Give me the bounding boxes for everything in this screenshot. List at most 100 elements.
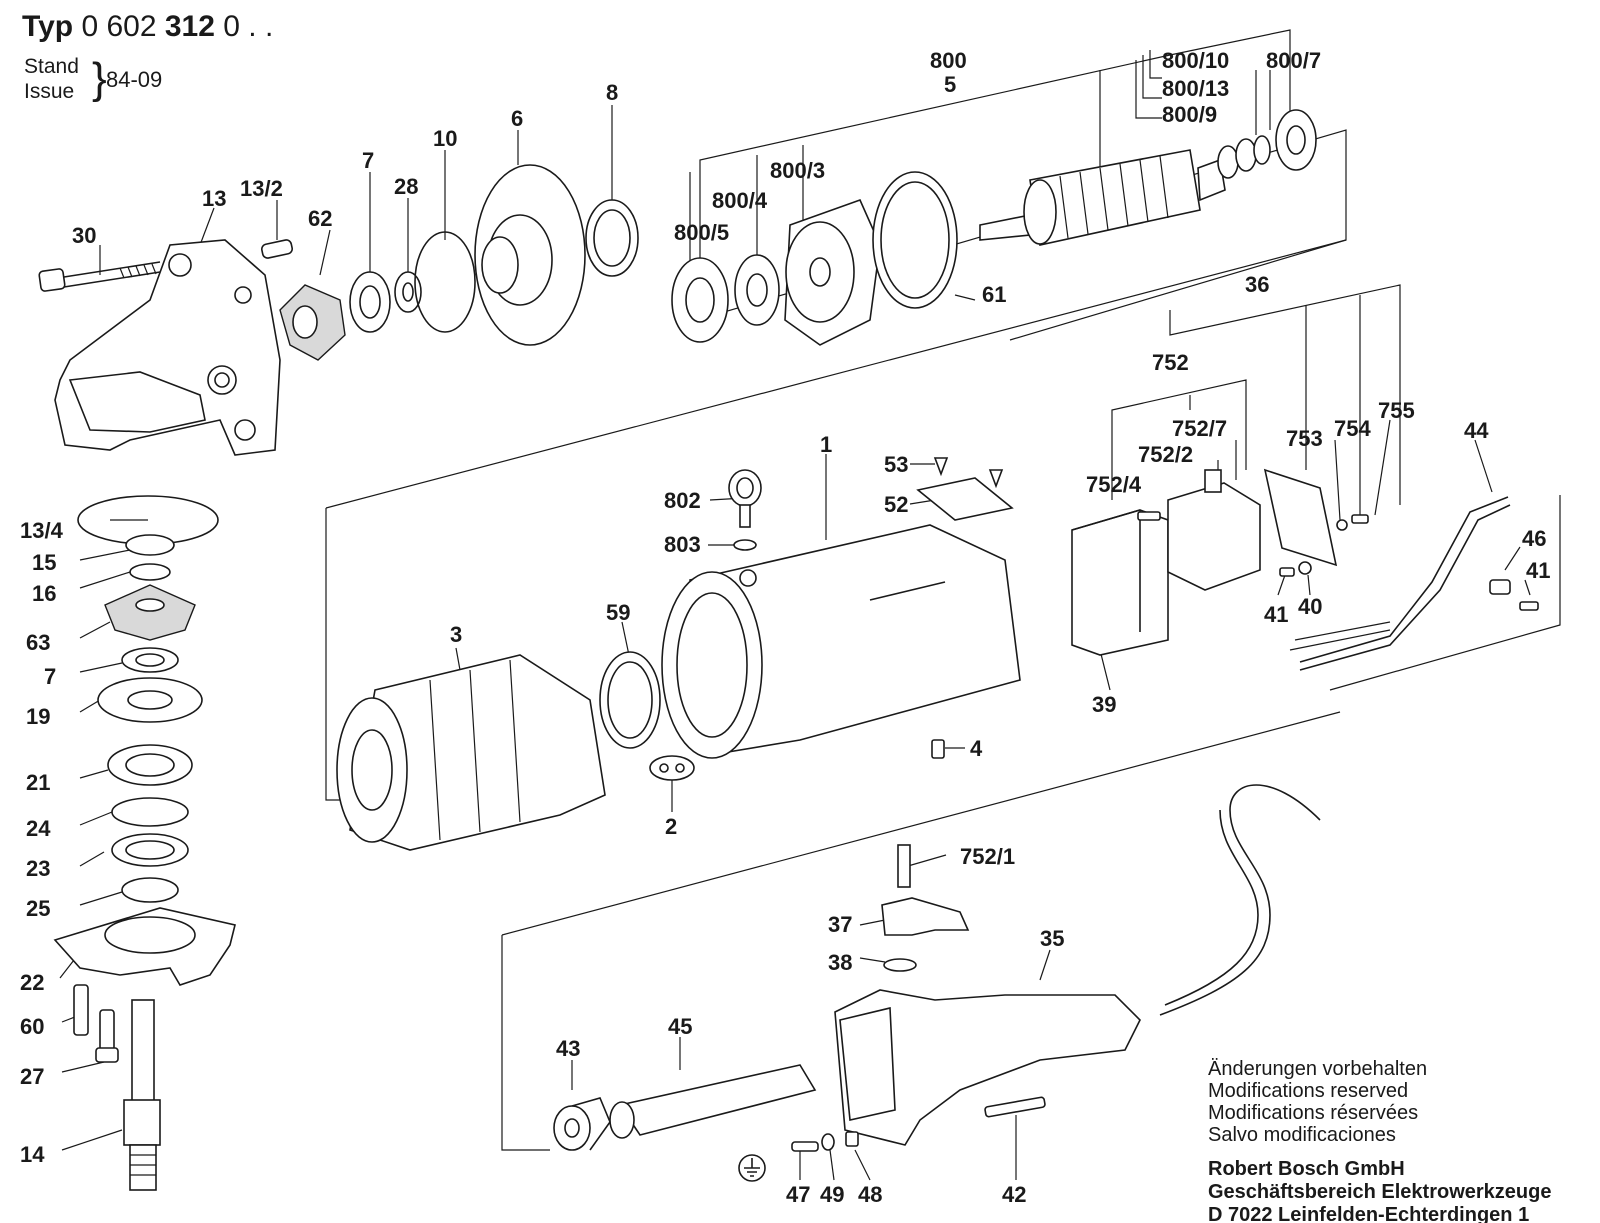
part-800-5-bearing <box>671 257 729 343</box>
label-8: 8 <box>606 80 618 105</box>
leader-755 <box>1374 419 1391 516</box>
part-52-plate <box>916 477 1014 521</box>
stator-group-frame-top <box>325 239 1347 509</box>
label-28: 28 <box>394 174 418 199</box>
part-63-bevel-gear <box>104 584 196 641</box>
label-14: 14 <box>20 1142 45 1167</box>
label-752-4: 752/4 <box>1086 472 1142 497</box>
part-7-bearing-top <box>349 271 391 333</box>
part-43-end-cap <box>553 1097 611 1151</box>
label-752-1: 752/1 <box>960 844 1015 869</box>
label-16: 16 <box>32 581 56 606</box>
part-13-2-pin <box>261 239 293 259</box>
bracket-800-10 <box>1149 50 1162 79</box>
label-35: 35 <box>1040 926 1064 951</box>
part-38-washer <box>883 958 917 972</box>
label-40: 40 <box>1298 594 1322 619</box>
part-803-washer <box>733 539 757 551</box>
leader-41-left <box>1277 574 1286 596</box>
label-leaders <box>59 105 1531 1181</box>
label-60: 60 <box>20 1014 44 1039</box>
part-39-filter-block <box>1071 509 1169 656</box>
part-40-washer <box>1298 561 1312 575</box>
label-2: 2 <box>665 814 677 839</box>
typ-prefix: 0 602 <box>81 10 157 43</box>
label-42: 42 <box>1002 1182 1026 1207</box>
part-13-gear-housing <box>54 239 281 456</box>
part-15-needle-bearing <box>125 534 175 556</box>
label-6: 6 <box>511 106 523 131</box>
power-cable <box>1159 784 1321 1016</box>
part-49-washer <box>821 1133 835 1151</box>
typ-bold: 312 <box>164 10 215 43</box>
leader-14 <box>61 1129 123 1151</box>
leader-37 <box>859 919 886 926</box>
label-803: 803 <box>664 532 701 557</box>
part-37-knob <box>881 897 970 936</box>
label-52: 52 <box>884 492 908 517</box>
stand-issue-labels: Stand Issue <box>24 54 79 104</box>
label-61: 61 <box>982 282 1006 307</box>
leader-48 <box>854 1149 871 1181</box>
company-division: Geschäftsbereich Elektrowerkzeuge <box>1208 1181 1552 1203</box>
part-3-stator <box>336 654 606 851</box>
label-22: 22 <box>20 970 44 995</box>
part-1-motor-housing <box>661 524 1021 759</box>
company-address: D 7022 Leinfelden-Echterdingen 1 <box>1208 1204 1530 1223</box>
part-800-3-fan <box>784 198 881 346</box>
part-16-circlip <box>129 563 171 581</box>
leader-19 <box>79 699 101 713</box>
leader-35 <box>1039 949 1051 981</box>
part-24-retaining-ring <box>111 797 189 827</box>
part-22-flange <box>53 907 236 986</box>
part-10-o-ring <box>414 231 476 333</box>
label-13-2: 13/2 <box>240 176 283 201</box>
note-de: Änderungen vorbehalten <box>1208 1058 1428 1080</box>
company-name: Robert Bosch GmbH <box>1208 1158 1405 1180</box>
leader-62 <box>319 229 331 276</box>
part-19-bearing-plate <box>97 677 203 723</box>
leader-752-1 <box>907 854 947 867</box>
part-53-screws <box>933 457 1004 489</box>
label-10: 10 <box>433 126 457 151</box>
label-752-7: 752/7 <box>1172 416 1227 441</box>
leader-7-mid <box>79 662 123 673</box>
handle-group-frame-left <box>501 935 550 1151</box>
part-752-1-screw <box>897 844 911 888</box>
note-es: Salvo modificaciones <box>1208 1124 1396 1146</box>
part-6-bearing-flange <box>474 164 586 346</box>
label-53: 53 <box>884 452 908 477</box>
leader-23 <box>79 851 105 867</box>
leader-63 <box>79 621 111 639</box>
part-4-screw <box>931 739 945 759</box>
part-42-screw <box>984 1096 1046 1118</box>
part-60-screw <box>73 984 89 1036</box>
leader-25 <box>79 891 123 906</box>
bracket-36 <box>1169 284 1401 505</box>
part-25-washer <box>121 877 179 903</box>
part-41-screw-left <box>1279 567 1295 577</box>
part-755-screw <box>1351 514 1369 524</box>
part-62-pinion <box>279 284 346 361</box>
leader-46 <box>1504 546 1521 571</box>
part-800-10-ring <box>1253 135 1271 165</box>
label-7-top: 7 <box>362 148 374 173</box>
part-754-washer <box>1336 519 1348 531</box>
leader-27 <box>61 1061 105 1073</box>
label-754: 754 <box>1334 416 1371 441</box>
earth-symbol-icon <box>738 1154 766 1182</box>
part-800-9-washer <box>1217 145 1239 179</box>
leader-44 <box>1474 439 1493 493</box>
note-en: Modifications reserved <box>1208 1080 1409 1102</box>
leader-3 <box>455 647 461 671</box>
label-755: 755 <box>1378 398 1415 423</box>
leader-40 <box>1307 574 1311 596</box>
label-13: 13 <box>202 186 226 211</box>
brace: } <box>92 54 107 103</box>
label-38: 38 <box>828 950 852 975</box>
label-49: 49 <box>820 1182 844 1207</box>
label-800-5: 800/5 <box>674 220 729 245</box>
label-753: 753 <box>1286 426 1323 451</box>
label-21: 21 <box>26 770 50 795</box>
